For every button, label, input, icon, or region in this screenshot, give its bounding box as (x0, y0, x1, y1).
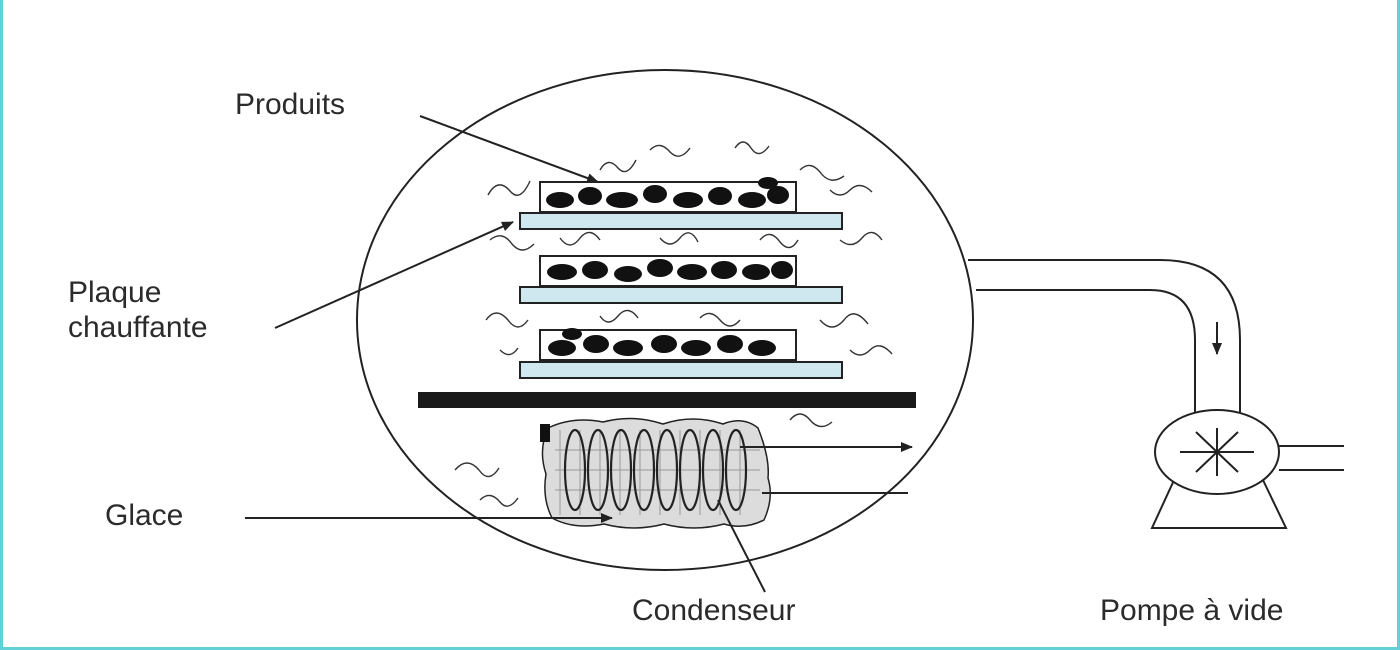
leader-plaque (274, 221, 514, 329)
product-tray-1 (539, 177, 797, 213)
label-glace: Glace (105, 499, 183, 532)
vacuum-pump (1150, 409, 1344, 529)
leader-condenseur (717, 499, 766, 593)
label-plaque-line2: chauffante (68, 311, 208, 344)
label-condenseur: Condenseur (632, 594, 795, 627)
product-tray-2 (539, 255, 797, 287)
leader-produits (419, 115, 599, 183)
label-pompe: Pompe à vide (1100, 594, 1283, 627)
heating-plate-1 (519, 212, 843, 230)
vapour-lines (454, 141, 893, 507)
separator-plate (418, 392, 916, 408)
heating-plate-3 (519, 361, 843, 379)
product-tray-3 (539, 328, 797, 361)
heating-plate-2 (519, 286, 843, 304)
vacuum-pipe (968, 259, 1241, 420)
label-plaque-line1: Plaque (68, 276, 161, 309)
vacuum-chamber (356, 69, 974, 571)
condenser-coil (540, 417, 913, 529)
label-produits: Produits (235, 88, 345, 121)
